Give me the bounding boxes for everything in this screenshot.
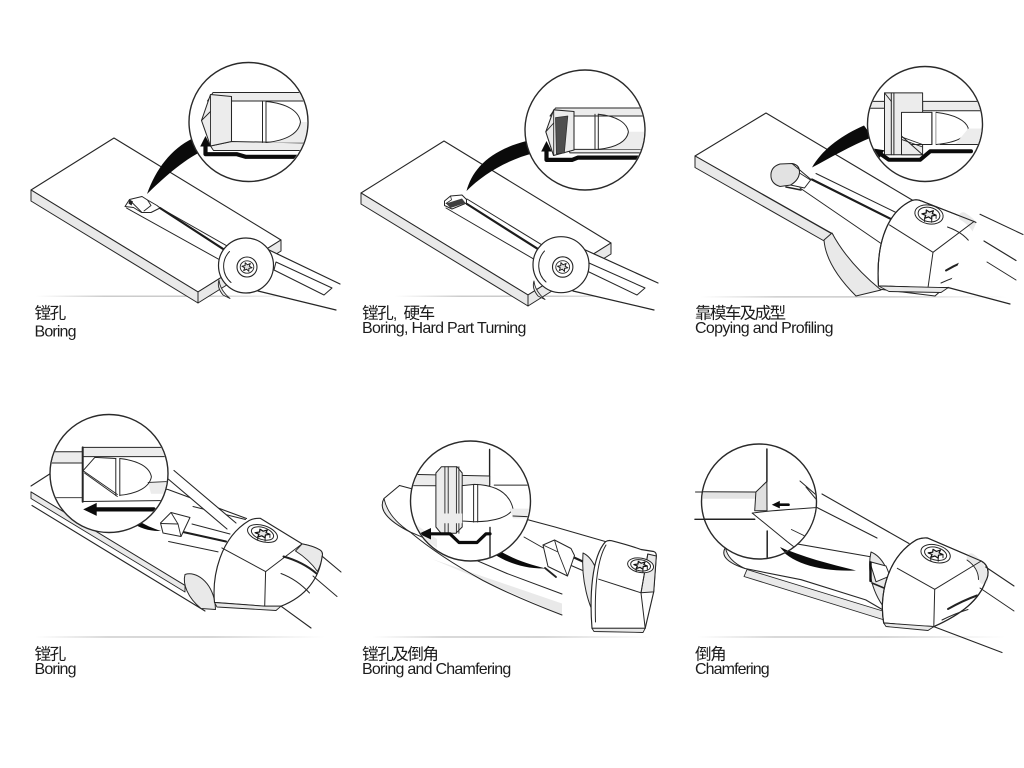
svg-text:Copying and Profiling: Copying and Profiling (695, 320, 834, 337)
svg-text:Boring: Boring (35, 323, 77, 340)
svg-text:Boring and Chamfering: Boring and Chamfering (362, 661, 511, 678)
svg-text:Boring: Boring (35, 661, 77, 678)
svg-text:Chamfering: Chamfering (695, 661, 770, 678)
svg-text:Boring, Hard Part Turning: Boring, Hard Part Turning (362, 320, 526, 337)
svg-text:,: , (393, 306, 397, 323)
